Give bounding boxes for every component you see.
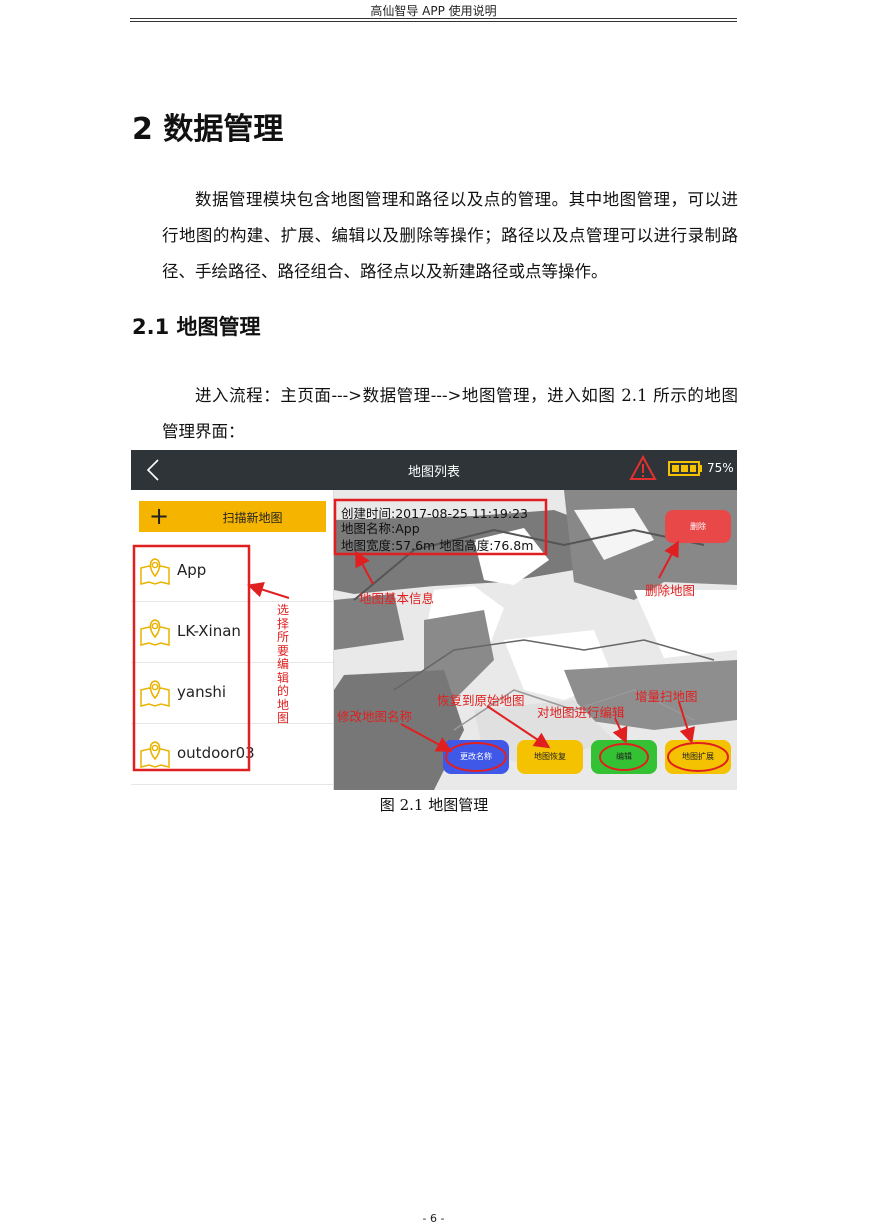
annotation-edit-map: 对地图进行编辑 [537, 705, 625, 720]
map-name: yanshi [177, 683, 227, 701]
subsection-heading: 2.1 地图管理 [132, 315, 261, 339]
map-list-item[interactable]: outdoor03 [131, 723, 333, 785]
map-name: App [177, 561, 207, 579]
app-title: 地图列表 [407, 465, 460, 480]
annotation-basic-info: 地图基本信息 [359, 591, 435, 606]
scan-button-label: 扫描新地图 [222, 511, 283, 525]
annotation-select-map: 选择所要编辑的地图 [277, 603, 290, 725]
annotation-extend-map: 增量扫地图 [635, 689, 698, 704]
map-pin-icon [140, 680, 170, 707]
intro-paragraph: 数据管理模块包含地图管理和路径以及点的管理。其中地图管理，可以进行地图的构建、扩… [162, 182, 738, 290]
map-list-item[interactable]: App [131, 540, 333, 602]
map-name: LK-Xinan [177, 622, 241, 640]
subsection-text: 进入流程：主页面--->数据管理--->地图管理，进入如图 2.1 所示的地图管… [162, 386, 738, 441]
header-rule [130, 18, 737, 19]
map-management-screenshot: 地图列表 75% + 扫描新地图 App [131, 450, 737, 790]
section-heading: 2 数据管理 [132, 112, 284, 147]
annotation-delete-map: 删除地图 [645, 583, 696, 598]
map-list-item[interactable]: LK-Xinan [131, 601, 333, 663]
map-name: outdoor03 [177, 744, 255, 762]
app-topbar: 地图列表 75% [131, 450, 737, 490]
page-number: - 6 - [422, 1212, 445, 1225]
subsection-paragraph: 进入流程：主页面--->数据管理--->地图管理，进入如图 2.1 所示的地图管… [162, 378, 738, 450]
map-list-sidebar: + 扫描新地图 App LK-Xinan y [131, 490, 334, 790]
extend-map-button[interactable]: 地图扩展 [665, 740, 731, 774]
warning-icon[interactable] [629, 455, 657, 481]
map-pin-icon [140, 619, 170, 646]
delete-map-button[interactable]: 删除 [665, 510, 731, 543]
scan-new-map-button[interactable]: + 扫描新地图 [139, 501, 326, 532]
restore-map-button[interactable]: 地图恢复 [517, 740, 583, 774]
annotation-restore-map: 恢复到原始地图 [437, 693, 525, 708]
map-pin-icon [140, 558, 170, 585]
battery-icon [668, 461, 702, 476]
intro-text: 数据管理模块包含地图管理和路径以及点的管理。其中地图管理，可以进行地图的构建、扩… [162, 190, 738, 281]
map-size-info: 地图宽度:57.6m 地图高度:76.8m [341, 538, 534, 553]
figure-caption: 图 2.1 地图管理 [379, 796, 489, 814]
battery-level: 75% [707, 461, 734, 475]
running-header: 高仙智导 APP 使用说明 [370, 4, 497, 18]
map-pin-icon [140, 741, 170, 768]
edit-map-button[interactable]: 编辑 [591, 740, 657, 774]
annotation-rename-map: 修改地图名称 [337, 709, 413, 724]
map-list-item[interactable]: yanshi [131, 662, 333, 724]
rename-map-button[interactable]: 更改名称 [443, 740, 509, 774]
back-arrow-icon[interactable] [143, 458, 167, 482]
plus-icon: + [149, 502, 170, 530]
header-rule [130, 21, 737, 22]
